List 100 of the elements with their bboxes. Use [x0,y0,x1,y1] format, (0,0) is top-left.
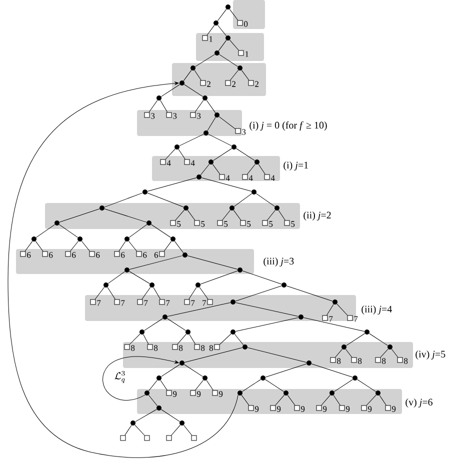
leaf-number: 4 [166,160,171,166]
leaf-number: 5 [247,221,251,227]
tree-edge [36,224,56,238]
tree-edge [334,379,353,392]
tree-node [174,144,180,150]
tree-node [342,344,346,350]
tree-edge [94,286,105,300]
tree-edge [187,210,196,220]
tree-edge [184,347,243,363]
leaf-number: 4 [248,175,253,181]
leaf-number: 6 [121,252,125,258]
tree-edge [184,364,203,377]
tree-node [214,50,220,56]
tree-edge [336,304,348,316]
tree-node [156,406,162,410]
leaf-number: 3 [242,129,246,135]
tree-node [284,390,288,396]
arrow [102,356,179,401]
tree-edge [188,287,197,300]
tree-edge [143,334,149,344]
tree-edge [189,334,196,344]
tree-edge [278,210,286,220]
tree-edge [171,424,180,436]
tree-edge [58,224,78,238]
tree-edge [178,149,186,160]
tree-edge [194,100,204,112]
leaf-number: 9 [392,406,396,412]
leaf-number: 8 [209,345,213,351]
tree-edge [147,177,197,192]
tree-node [274,206,280,210]
tree-edge [161,364,180,377]
tree-edge [219,54,238,67]
tree-edge [128,240,138,252]
tree-node [184,206,188,210]
tree-edge [234,193,252,207]
tree-node [186,330,190,334]
tree-edge [200,164,210,176]
tree-node [214,20,218,26]
tree-node [214,112,220,118]
tree-node [156,96,162,100]
tree-edge [218,116,236,130]
tree-node [242,344,248,350]
leaf-number: 3 [173,113,177,119]
tree-edge [187,255,238,270]
tree-node [150,282,154,288]
tree-edge [235,286,282,302]
tree-node [196,174,202,180]
leaf-number: 9 [196,391,201,397]
tree-node [298,314,304,320]
tree-edge [194,380,204,390]
leaf-number: 5 [291,221,295,227]
tree-edge [311,364,353,378]
tree-edge [167,318,186,331]
leaf-number: 4 [190,160,195,166]
tree-edge [129,255,183,270]
tree-edge [184,84,203,97]
level-label: (ii) j=2 [304,211,331,221]
leaf-number: 8 [358,358,362,364]
leaf-number: 1 [245,51,248,57]
tree-node [306,360,312,366]
leaf-number: 8 [131,345,135,351]
tree-edge [104,192,143,208]
tree-node [376,390,380,396]
tree-edge [124,425,132,436]
tree-edge [183,424,192,436]
tree-edge [391,348,398,358]
arrow [8,82,238,458]
leaf-number: 8 [337,358,341,364]
leaf-number: 3 [151,113,155,119]
leaf-square [191,435,197,441]
leaf-square [144,435,150,441]
leaf-number: 7 [191,300,195,306]
tree-edge [275,394,284,406]
tree-edge [134,424,145,436]
tree-edge [303,317,365,332]
leaf-number: 9 [254,406,259,412]
tree-edge [206,100,216,114]
leaf-number: 8 [382,358,386,364]
leaf-number: 7 [97,300,101,306]
tree-edge [222,210,231,220]
tree-node [124,268,130,272]
tree-node [230,206,234,210]
tree-edge [326,304,334,316]
tree-edge [235,302,299,317]
level-label: (iii) j=3 [264,257,294,267]
leaf-number: 5 [201,221,205,227]
leaf-number: 2 [255,81,258,87]
tree-node [196,282,200,288]
leaf-number: 9 [346,406,350,412]
tree-node [182,252,188,258]
tree-edge [70,240,79,252]
leaf-number: 4 [226,175,230,181]
tree-edge [217,8,227,22]
leaf-number: 8 [179,345,183,351]
leaf-number: 9 [172,391,177,397]
tree-edge [183,70,192,82]
leaf-number: 5 [177,221,181,227]
tree-edge [148,380,158,392]
leaf-number: 2 [207,81,210,87]
tree-edge [174,240,184,254]
